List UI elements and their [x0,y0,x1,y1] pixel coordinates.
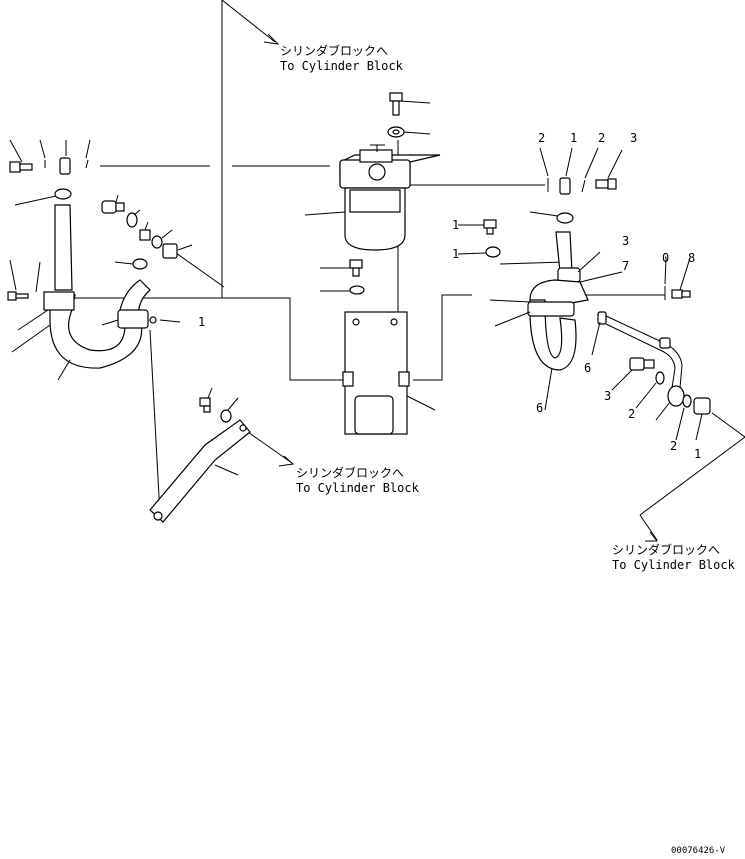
callout-middle: シリンダブロックへ To Cylinder Block [296,465,420,495]
part-number-labels: 2 1 2 3 1 1 3 7 0 8 6 6 3 2 2 1 1 [198,131,701,461]
callout-top: シリンダブロックへ To Cylinder Block [280,43,404,73]
figure-code: 00076426-V [671,846,726,856]
part-label: 1 [198,315,205,329]
callout-middle-jp: シリンダブロックへ [296,465,404,480]
part-label: 1 [570,131,577,145]
arrow-heads [263,33,659,542]
callout-top-jp: シリンダブロックへ [280,43,388,58]
part-label: 1 [452,218,459,232]
callout-right-jp: シリンダブロックへ [612,542,720,557]
part-label: 1 [452,247,459,261]
part-label: 3 [604,389,611,403]
fuel-filter-assembly [304,92,441,435]
part-label: 2 [670,439,677,453]
connection-lines [75,0,745,541]
part-label: 2 [628,407,635,421]
callout-right-en: To Cylinder Block [612,558,736,572]
part-label: 1 [694,447,701,461]
callout-top-en: To Cylinder Block [280,59,404,73]
left-hose-assembly [7,139,251,523]
part-label: 3 [622,234,629,248]
part-label: 6 [584,361,591,375]
part-label: 2 [538,131,545,145]
part-label: 7 [622,259,629,273]
part-label: 2 [598,131,605,145]
part-label: 3 [630,131,637,145]
callout-middle-en: To Cylinder Block [296,481,420,495]
part-label: 8 [688,251,695,265]
callout-right: シリンダブロックへ To Cylinder Block [612,542,736,572]
right-hose-assembly [457,147,711,441]
part-label: 0 [662,251,669,265]
part-label: 6 [536,401,543,415]
